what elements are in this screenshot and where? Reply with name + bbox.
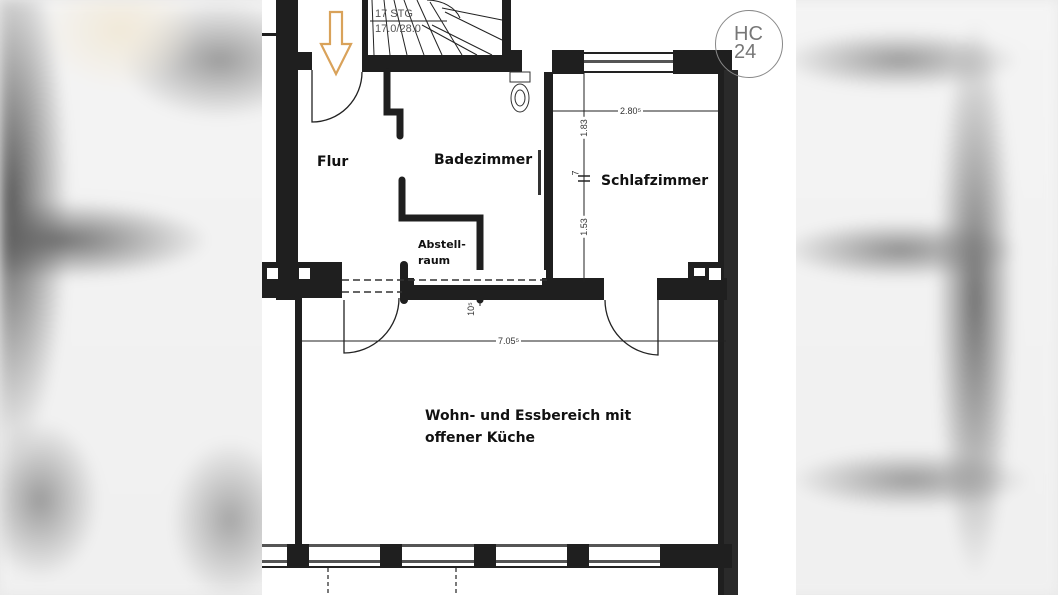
room-label-bedroom: Schlafzimmer bbox=[601, 173, 709, 189]
dimension-bedroom-lower: 1.53 bbox=[578, 216, 589, 238]
room-label-living-1: Wohn- und Essbereich mit bbox=[425, 408, 632, 424]
staircase bbox=[370, 0, 503, 56]
logo-text-hc: HC bbox=[734, 23, 763, 45]
room-label-storage-2: raum bbox=[418, 254, 451, 267]
toilet-icon bbox=[509, 71, 531, 113]
floor-plan: 17 STG 17.0/28.0 Flur Badezimmer Abstell… bbox=[262, 0, 796, 595]
room-label-living-2: offener Küche bbox=[425, 430, 536, 446]
dimension-bedroom-width: 2.80⁵ bbox=[618, 106, 644, 116]
staircase-label-ratio: 17.0/28.0 bbox=[375, 23, 421, 35]
dimension-bedroom-upper: 1.83 bbox=[578, 117, 589, 139]
room-label-hallway: Flur bbox=[317, 154, 349, 170]
dimension-living-width: 7.05⁵ bbox=[496, 336, 522, 346]
dimension-passage: 10⁵ bbox=[465, 302, 476, 316]
entrance-arrow-icon bbox=[319, 10, 353, 77]
hc24-logo: HC 24 bbox=[715, 10, 783, 78]
staircase-label-steps: 17 STG bbox=[375, 8, 413, 20]
dimension-wall-mark: 7 bbox=[570, 170, 581, 176]
room-label-bathroom: Badezimmer bbox=[434, 152, 533, 168]
logo-text-24: 24 bbox=[734, 41, 757, 63]
floor-plan-drawing bbox=[262, 0, 738, 595]
room-label-storage-1: Abstell- bbox=[418, 238, 466, 251]
